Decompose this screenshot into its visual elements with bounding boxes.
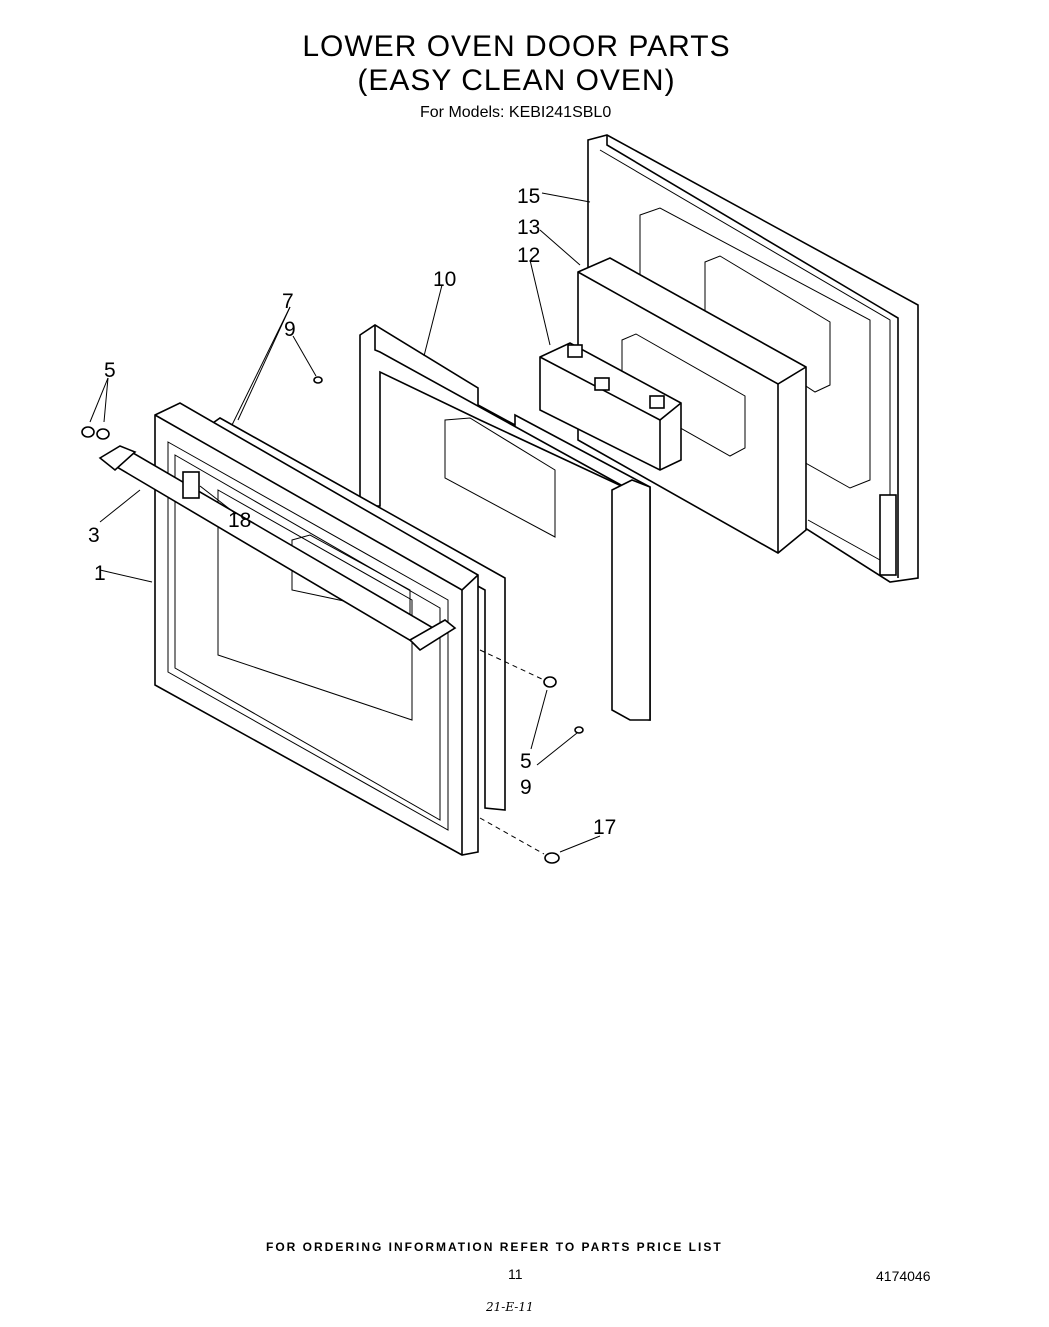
models-line: For Models: KEBI241SBL0: [420, 104, 612, 121]
callout-13: 13: [517, 216, 540, 239]
page-number: 11: [508, 1266, 523, 1282]
callout-1: 1: [94, 562, 106, 585]
part-5-screws-left: [81, 426, 110, 440]
callout-9-right: 9: [520, 776, 532, 799]
part-17-screw: [479, 817, 560, 864]
part-5-screw-right: [479, 649, 557, 688]
callout-5-left: 5: [104, 359, 116, 382]
callout-12: 12: [517, 244, 540, 267]
callout-9-top: 9: [284, 318, 296, 341]
callout-5-right: 5: [520, 750, 532, 773]
callout-17: 17: [593, 816, 616, 839]
part-13-insulation: [577, 257, 807, 554]
callout-10: 10: [433, 268, 456, 291]
callout-3: 3: [88, 524, 100, 547]
part-12-vent-box: [539, 342, 682, 471]
part-9-clip-right: [574, 726, 584, 734]
part-10-inner-panel: [359, 324, 651, 721]
ordering-info-note: FOR ORDERING INFORMATION REFER TO PARTS …: [266, 1240, 723, 1254]
document-number: 4174046: [876, 1268, 931, 1284]
leader-lines: [89, 192, 601, 853]
handwritten-note: 21-E-11: [486, 1300, 534, 1314]
diagram-title-line-1: LOWER OVEN DOOR PARTS: [302, 30, 731, 63]
diagram-title-line-2: (EASY CLEAN OVEN): [357, 64, 676, 97]
callout-7: 7: [282, 290, 294, 313]
part-9-clip-top: [313, 376, 323, 384]
callout-15: 15: [517, 185, 540, 208]
part-18-bracket: [182, 471, 200, 499]
callout-18: 18: [228, 509, 251, 532]
